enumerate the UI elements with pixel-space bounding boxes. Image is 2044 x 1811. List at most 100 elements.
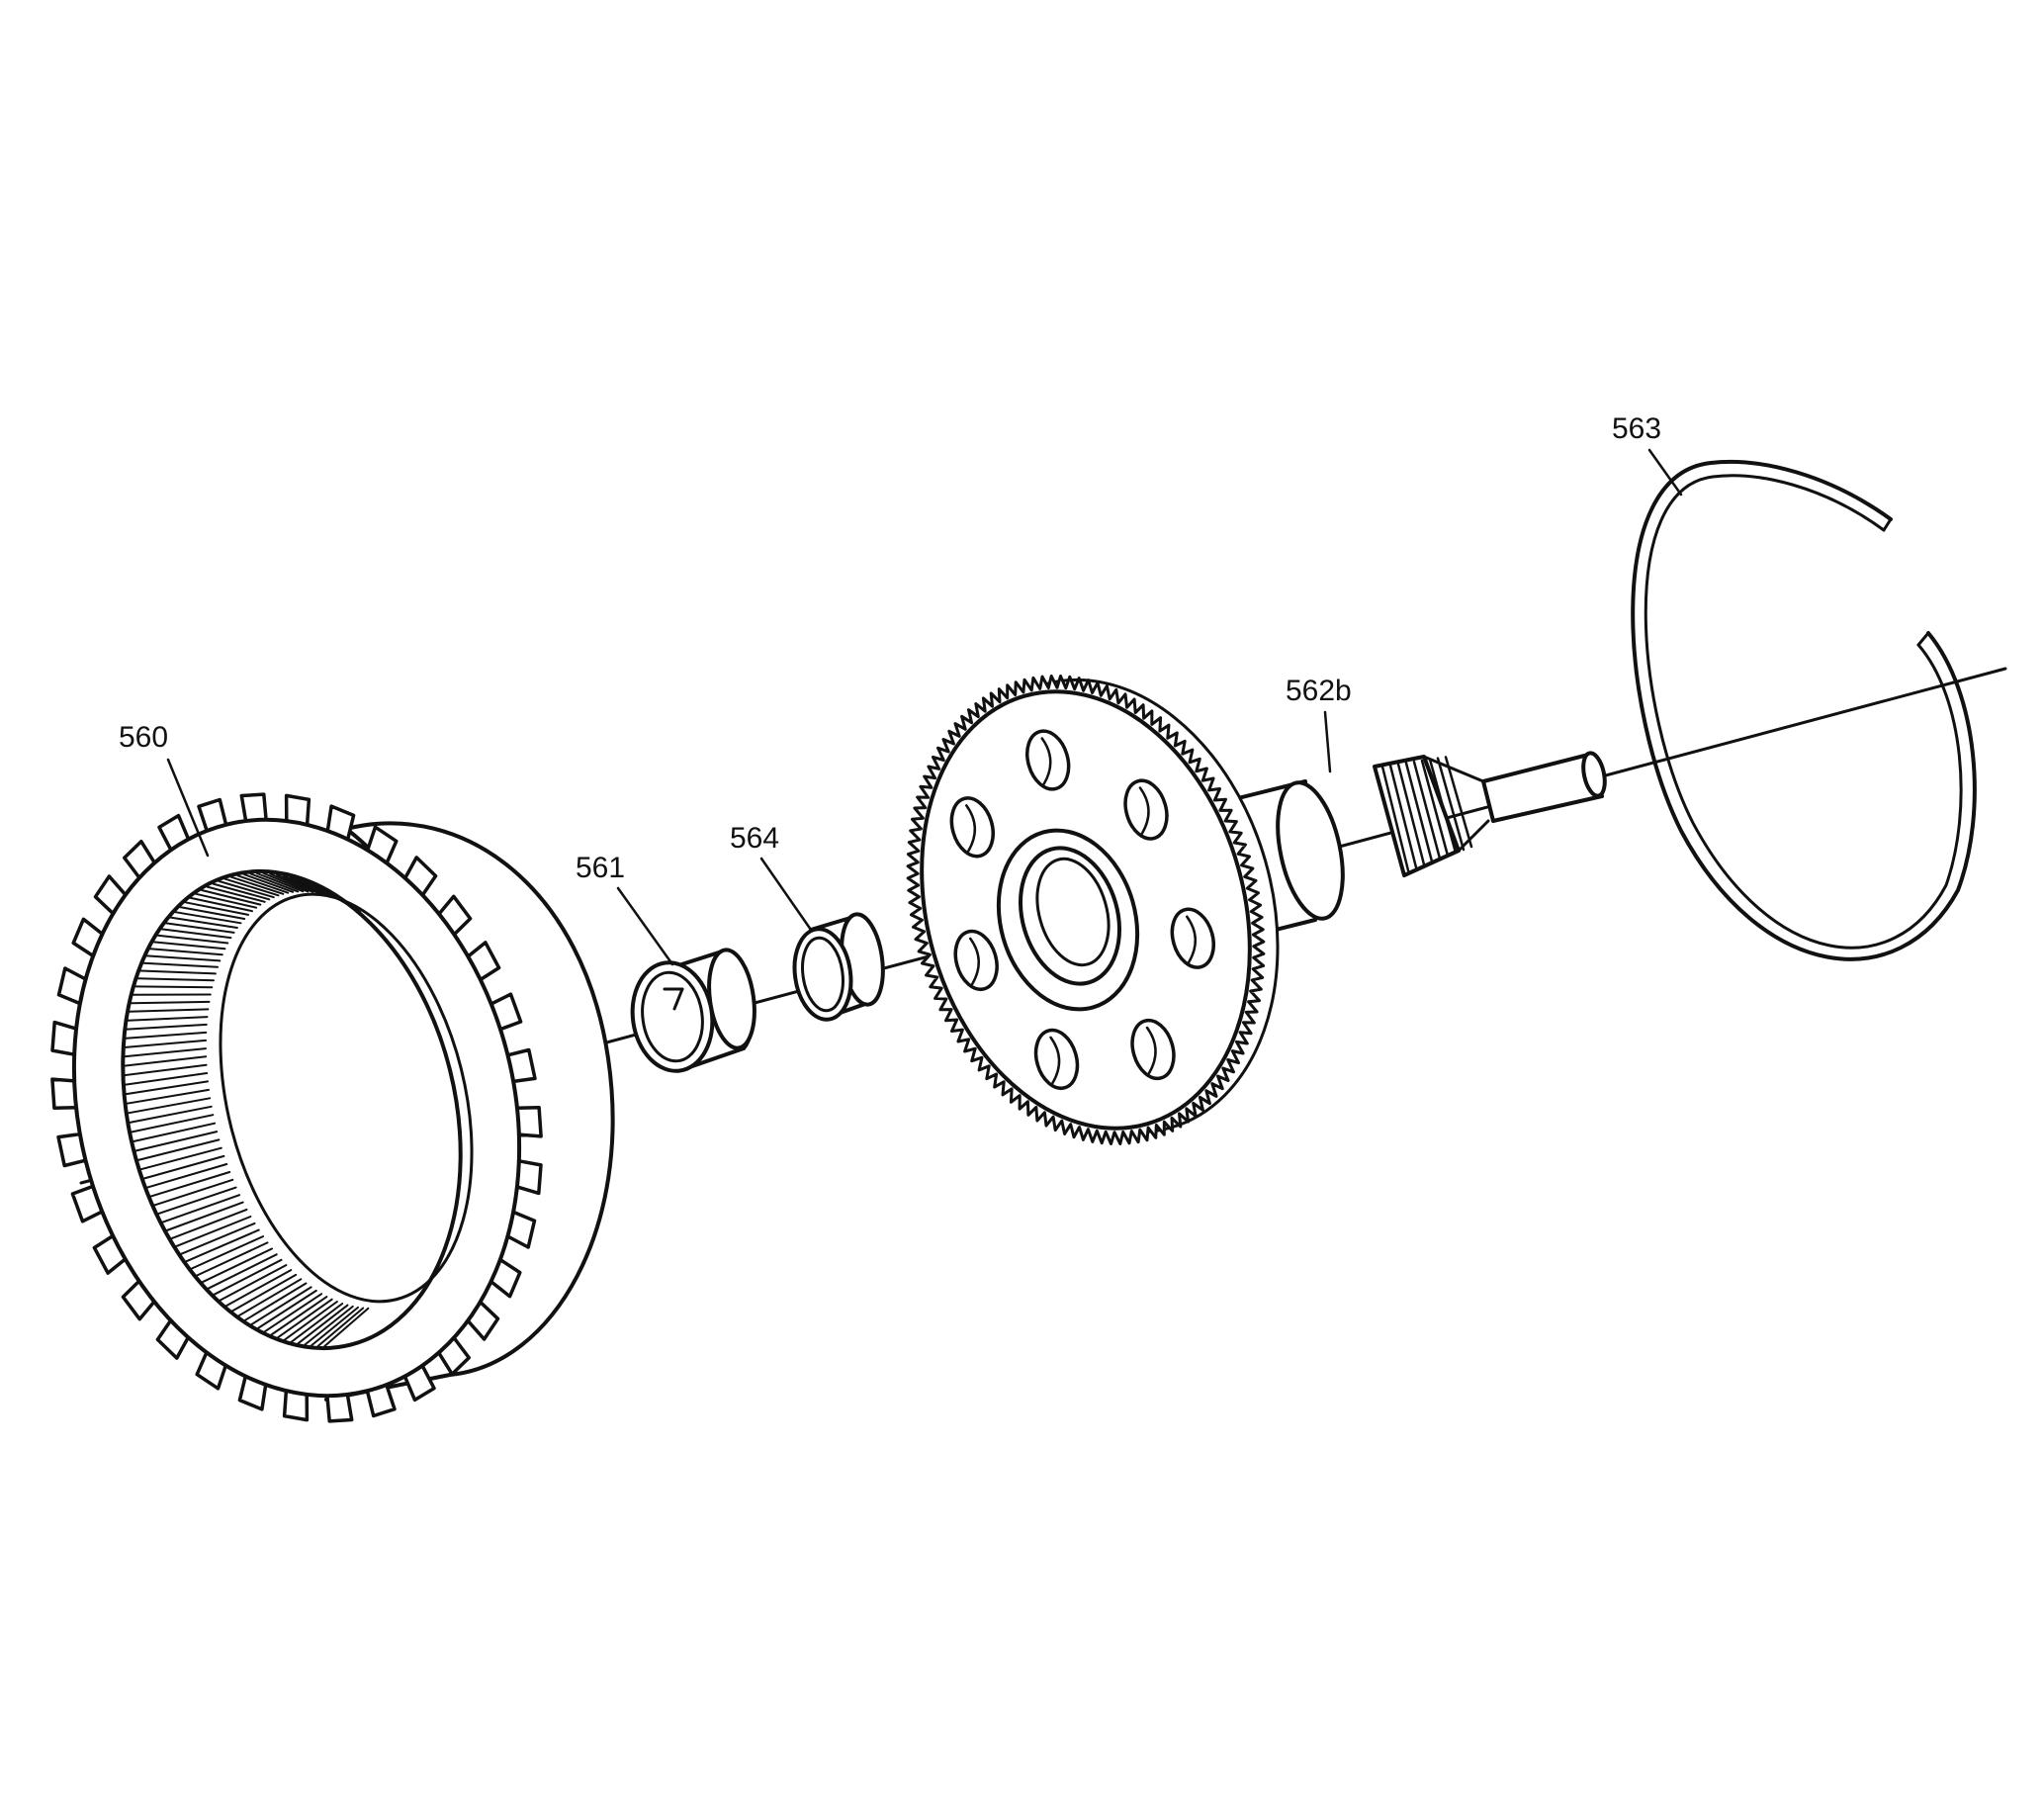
- callout-563: 563: [1612, 412, 1661, 445]
- internal-tooth-line: [179, 906, 246, 920]
- internal-tooth-line: [125, 1080, 209, 1096]
- internal-tooth-line: [139, 969, 217, 975]
- internal-tooth-line: [134, 1131, 219, 1152]
- callout-561: 561: [576, 852, 625, 884]
- spline-line: [1388, 764, 1418, 869]
- internal-tooth-line: [125, 1031, 208, 1040]
- internal-tooth-line: [297, 1304, 349, 1345]
- internal-tooth-line: [263, 1293, 323, 1333]
- internal-tooth-line: [175, 1216, 252, 1248]
- internal-tooth-line: [277, 1298, 333, 1339]
- internal-tooth-line: [142, 1154, 225, 1180]
- internal-tooth-line: [257, 1289, 317, 1329]
- internal-tooth-line: [310, 1306, 359, 1347]
- internal-tooth-line: [126, 1088, 210, 1105]
- internal-tooth-line: [196, 1241, 269, 1277]
- internal-tooth-line: [207, 1253, 278, 1290]
- internal-tooth-line: [127, 1016, 209, 1022]
- internal-tooth-line: [323, 1307, 370, 1347]
- internal-tooth-line: [223, 877, 280, 897]
- internal-tooth-line: [219, 1264, 288, 1302]
- internal-tooth-line: [201, 1247, 273, 1284]
- shaft-splines: [1380, 756, 1473, 872]
- internal-tooth-line: [269, 872, 314, 893]
- internal-tooth-line: [249, 872, 300, 893]
- internal-tooth-line: [134, 985, 214, 989]
- callout-labels: 560 561 564 562b 563: [119, 412, 1661, 884]
- internal-tooth-line: [124, 1039, 208, 1048]
- internal-tooth-line: [224, 1269, 293, 1308]
- internal-tooth-line: [127, 1097, 212, 1115]
- internal-tooth-line: [282, 874, 325, 895]
- leader-564: [759, 857, 813, 932]
- internal-tooth-line: [152, 941, 226, 951]
- internal-tooth-line: [206, 885, 266, 903]
- internal-tooth-line: [124, 1055, 208, 1067]
- internal-tooth-line: [170, 1208, 248, 1240]
- internal-tooth-line: [157, 1186, 237, 1216]
- spline-line: [1396, 763, 1426, 866]
- internal-tooth-line: [148, 948, 223, 956]
- internal-tooth-line: [243, 1282, 308, 1321]
- leader-561: [616, 886, 674, 966]
- internal-tooth-line: [165, 1201, 244, 1231]
- internal-tooth-line: [255, 872, 305, 893]
- internal-tooth-line: [174, 911, 242, 925]
- gear-hole: [1033, 1028, 1080, 1091]
- gear-hole: [1130, 1018, 1176, 1081]
- internal-tooth-line: [131, 1114, 215, 1133]
- internal-tooth-line: [165, 922, 235, 934]
- spline-line: [1380, 765, 1410, 872]
- internal-tooth-line: [276, 873, 319, 894]
- internal-tooth-line: [190, 1235, 264, 1270]
- internal-tooth-line: [149, 1171, 231, 1198]
- internal-tooth-line: [200, 889, 262, 906]
- bushing-564: [792, 912, 885, 1022]
- internal-tooth-line: [160, 928, 232, 940]
- internal-tooth-line: [139, 1146, 222, 1171]
- internal-tooth-line: [124, 1072, 209, 1086]
- internal-tooth-line: [184, 901, 249, 916]
- spline-line: [1420, 759, 1450, 858]
- internal-tooth-line: [156, 934, 229, 945]
- internal-tooth-line: [316, 1307, 365, 1347]
- callout-564: 564: [730, 822, 779, 855]
- internal-tooth-line: [236, 874, 290, 894]
- spline-line: [1436, 757, 1466, 852]
- internal-tooth-line: [153, 1178, 234, 1207]
- gear-hole-shading: [965, 804, 977, 853]
- internal-tooth-line: [250, 1286, 312, 1325]
- internal-tooth-line: [213, 1258, 283, 1296]
- internal-tooth-line: [180, 1222, 256, 1255]
- internal-tooth-line: [290, 1303, 344, 1343]
- internal-tooth-line: [262, 872, 310, 893]
- ring-gear-560: [50, 792, 615, 1423]
- internal-tooth-line: [270, 1296, 328, 1336]
- gear-hole-shading: [968, 937, 980, 986]
- gear-lightening-holes: [949, 729, 1215, 1091]
- snap-ring-563: [1631, 459, 1977, 961]
- internal-tooth-line: [195, 892, 258, 909]
- gear-hole: [1123, 778, 1169, 841]
- gear-hole: [1170, 907, 1215, 969]
- internal-tooth-line: [230, 875, 285, 895]
- internal-tooth-line: [146, 1163, 228, 1189]
- gear-hole: [1025, 729, 1071, 791]
- leader-563: [1647, 448, 1683, 497]
- internal-tooth-line: [185, 1228, 260, 1263]
- gear-hole-shading: [1145, 1026, 1157, 1075]
- spline-line: [1404, 762, 1434, 863]
- internal-tooth-line: [130, 1000, 211, 1005]
- internal-tooth-line: [142, 961, 219, 968]
- leader-560: [166, 758, 210, 858]
- internal-tooth-line: [129, 1105, 213, 1124]
- internal-tooth-line: [283, 1301, 338, 1341]
- internal-tooth-line: [237, 1278, 303, 1317]
- gear-hole-shading: [1040, 737, 1052, 785]
- internal-tooth-line: [304, 1305, 354, 1346]
- internal-tooth-line: [133, 1122, 217, 1142]
- output-gear-shaft-562b: [906, 675, 1607, 1145]
- internal-tooth-line: [218, 880, 275, 899]
